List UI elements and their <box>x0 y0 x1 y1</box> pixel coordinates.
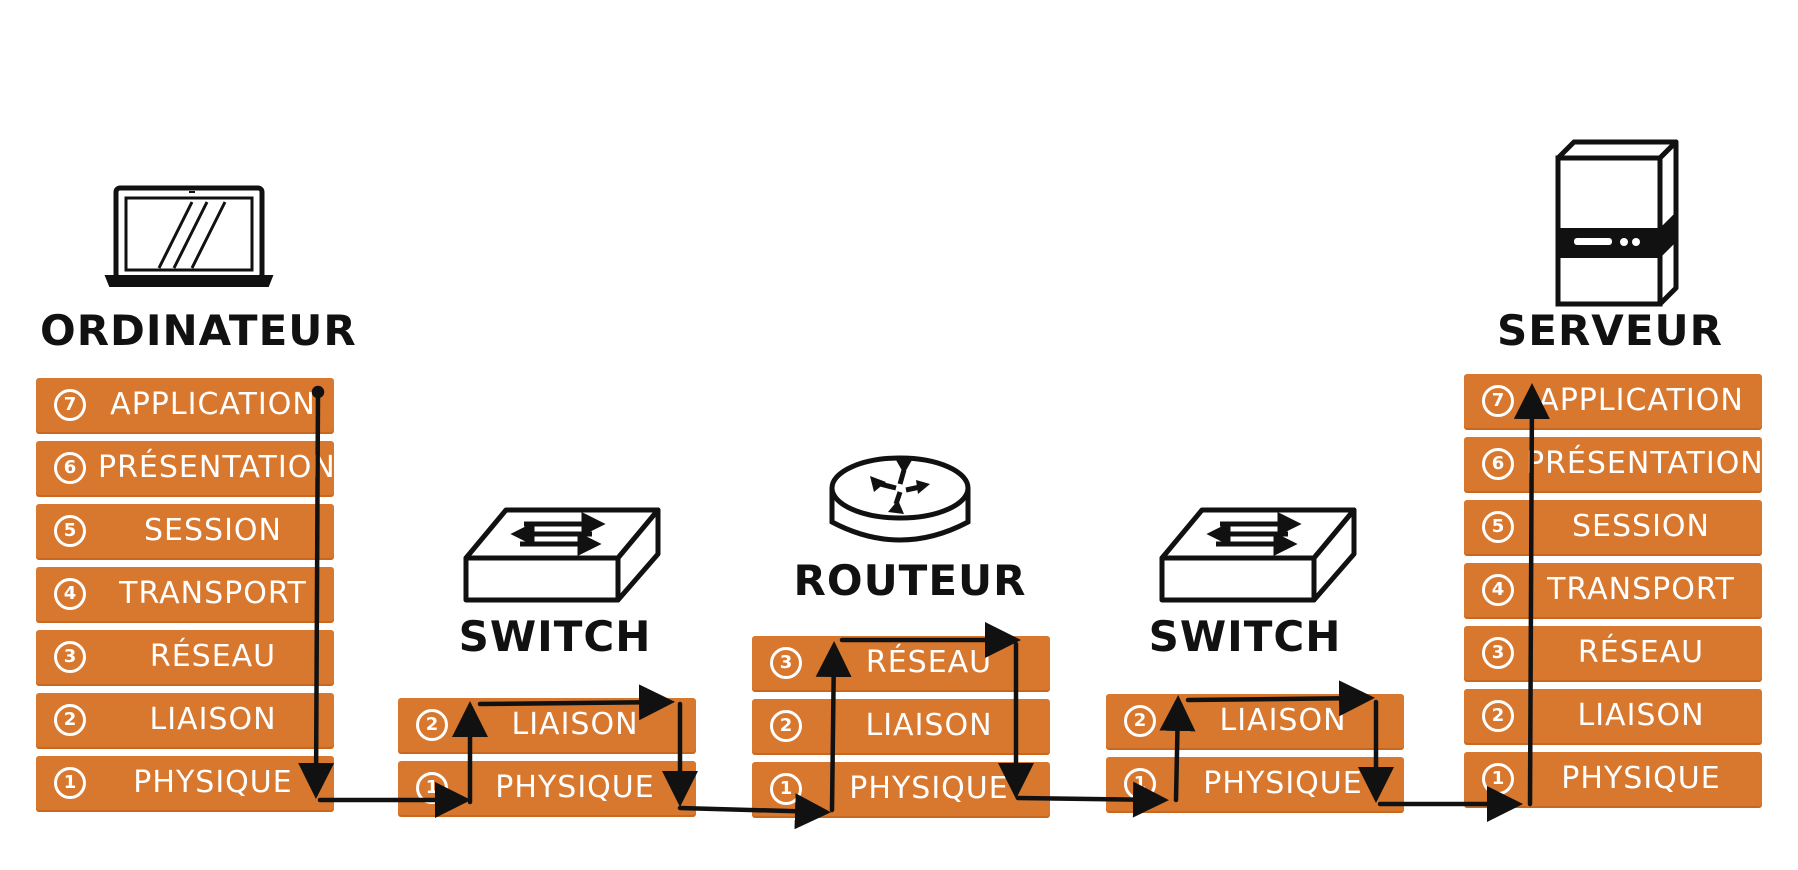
computer-osi-stack: 7 APPLICATION 6 PRÉSENTATION 5 SESSION 4 TRA… <box>36 378 336 818</box>
layer-name: TRANSPORT <box>119 576 307 611</box>
layer-network: 3 RÉSEAU <box>36 630 334 684</box>
layer-name: APPLICATION <box>110 387 316 422</box>
network-switch-icon <box>463 507 661 603</box>
computer-label: ORDINATEUR <box>40 306 357 355</box>
layer-name: TRANSPORT <box>1547 572 1735 607</box>
layer-number: 1 <box>54 767 86 799</box>
layer-number: 5 <box>54 515 86 547</box>
server-icon <box>1555 139 1679 307</box>
server-label: SERVEUR <box>1497 306 1723 355</box>
layer-number: 3 <box>54 641 86 673</box>
layer-name: LIAISON <box>149 702 277 737</box>
layer-application: 7 APPLICATION <box>1464 374 1762 428</box>
laptop-icon <box>104 185 274 287</box>
layer-name: PRÉSENTATION <box>1526 446 1764 481</box>
layer-transport: 4 TRANSPORT <box>1464 563 1762 617</box>
layer-name: LIAISON <box>1577 698 1705 733</box>
router-label: ROUTEUR <box>793 556 1027 605</box>
flow-arrow <box>298 389 335 799</box>
layer-name: APPLICATION <box>1538 383 1744 418</box>
layer-data-link: 2 LIAISON <box>752 699 1050 753</box>
layer-name: RÉSEAU <box>149 639 277 674</box>
network-switch-icon <box>1159 507 1357 603</box>
layer-name: RÉSEAU <box>1577 635 1705 670</box>
layer-data-link: 2 LIAISON <box>1464 689 1762 743</box>
flow-arrow <box>1159 695 1196 803</box>
layer-network: 3 RÉSEAU <box>1464 626 1762 680</box>
layer-number: 4 <box>54 578 86 610</box>
flow-arrow <box>677 793 831 830</box>
server-osi-stack: 7 APPLICATION 6 PRÉSENTATION 5 SESSION 4 TRA… <box>1464 374 1764 814</box>
layer-session: 5 SESSION <box>36 504 334 558</box>
layer-number: 2 <box>54 704 86 736</box>
layer-number: 4 <box>1482 574 1514 606</box>
layer-number: 2 <box>1124 705 1156 737</box>
layer-name: LIAISON <box>511 707 639 742</box>
layer-name: SESSION <box>1572 509 1710 544</box>
switch-label: SWITCH <box>458 612 652 661</box>
layer-presentation: 6 PRÉSENTATION <box>36 441 336 495</box>
layer-name: PRÉSENTATION <box>98 450 336 485</box>
layer-number: 7 <box>1482 385 1514 417</box>
layer-number: 1 <box>770 773 802 805</box>
layer-name: RÉSEAU <box>865 645 993 680</box>
flow-arrow <box>1015 781 1169 818</box>
layer-number: 5 <box>1482 511 1514 543</box>
flow-arrow <box>1185 680 1375 717</box>
layer-network: 3 RÉSEAU <box>752 636 1050 690</box>
layer-name: SESSION <box>144 513 282 548</box>
layer-number: 2 <box>416 709 448 741</box>
router-osi-stack: 3 RÉSEAU 2 LIAISON 1 PHYSIQUE <box>752 636 1050 818</box>
layer-application: 7 APPLICATION <box>36 378 334 432</box>
switch-label: SWITCH <box>1148 612 1342 661</box>
layer-presentation: 6 PRÉSENTATION <box>1464 437 1764 491</box>
layer-name: PHYSIQUE <box>495 770 655 805</box>
layer-number: 2 <box>770 710 802 742</box>
router-icon <box>829 455 971 543</box>
layer-name: PHYSIQUE <box>133 765 293 800</box>
layer-physical: 1 PHYSIQUE <box>36 756 334 810</box>
layer-name: PHYSIQUE <box>1561 761 1721 796</box>
layer-name: PHYSIQUE <box>1203 766 1363 801</box>
layer-name: LIAISON <box>865 708 993 743</box>
layer-number: 7 <box>54 389 86 421</box>
layer-number: 6 <box>1482 448 1514 480</box>
flow-arrow <box>815 641 852 813</box>
layer-number: 3 <box>770 647 802 679</box>
layer-number: 2 <box>1482 700 1514 732</box>
layer-name: PHYSIQUE <box>849 771 1009 806</box>
layer-transport: 4 TRANSPORT <box>36 567 334 621</box>
layer-session: 5 SESSION <box>1464 500 1762 554</box>
layer-data-link: 2 LIAISON <box>36 693 334 747</box>
flow-arrow <box>1513 383 1550 807</box>
layer-number: 3 <box>1482 637 1514 669</box>
layer-name: LIAISON <box>1219 703 1347 738</box>
flow-arrow <box>477 684 675 721</box>
layer-number: 6 <box>54 452 86 484</box>
